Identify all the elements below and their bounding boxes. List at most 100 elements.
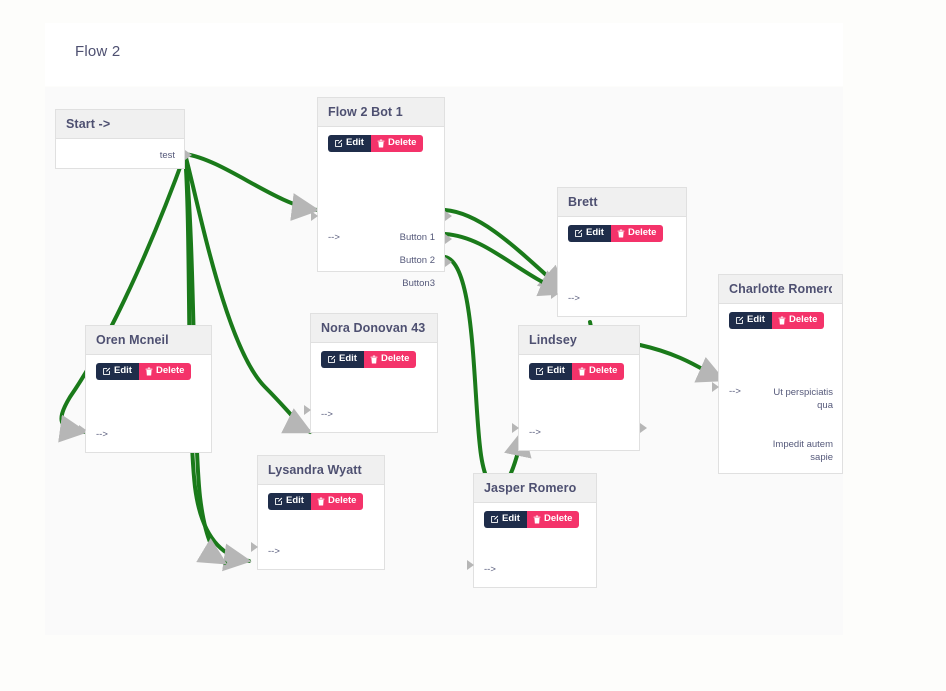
port-in[interactable]: --> <box>568 293 580 304</box>
edit-button[interactable]: Edit <box>96 363 139 380</box>
edit-button-label: Edit <box>747 314 765 326</box>
node-action-buttons: Edit Delete <box>96 363 192 380</box>
edit-button-label: Edit <box>114 365 132 377</box>
node-header: Lysandra Wyatt <box>258 456 384 485</box>
node-oren-mcneil[interactable]: Oren Mcneil Edit Delete <box>79 325 212 453</box>
port-marker-in <box>79 425 86 435</box>
node-header: Charlotte Romero <box>719 275 842 304</box>
node-body: Edit Delete --> Button 1 Button 2 Button… <box>318 127 444 289</box>
pencil-square-icon <box>102 367 111 376</box>
port-marker-out-3 <box>445 257 452 267</box>
page-title: Flow 2 <box>75 43 121 60</box>
edit-button-label: Edit <box>346 137 364 149</box>
pencil-square-icon <box>574 229 583 238</box>
node-header: Oren Mcneil <box>86 326 211 355</box>
node-header: Start -> <box>56 110 184 139</box>
node-header: Jasper Romero <box>474 474 596 503</box>
delete-button[interactable]: Delete <box>370 135 424 152</box>
port-marker-out-2 <box>445 234 452 244</box>
pencil-square-icon <box>274 497 283 506</box>
edge-button3-to-lindsey <box>443 255 532 492</box>
edit-button-label: Edit <box>547 365 565 377</box>
trash-icon <box>617 229 625 238</box>
port-in[interactable]: --> <box>729 386 741 397</box>
port-out-button-2[interactable]: Button 2 <box>399 255 435 266</box>
edit-button[interactable]: Edit <box>729 312 772 329</box>
node-charlotte-romero[interactable]: Charlotte Romero Edit Delete <box>712 274 843 474</box>
port-out-ut-perspiciatis-qua[interactable]: Ut perspiciatis qua <box>773 387 833 411</box>
node-action-buttons: Edit Delete <box>328 135 424 152</box>
node-action-buttons: Edit Delete <box>268 493 364 510</box>
node-header: Lindsey <box>519 326 639 355</box>
node-body: Edit Delete --> <box>258 485 384 569</box>
node-action-buttons: Edit Delete <box>321 351 417 368</box>
edit-button[interactable]: Edit <box>321 351 364 368</box>
node-jasper-romero[interactable]: Jasper Romero Edit Delete <box>467 473 597 588</box>
port-marker-in <box>467 560 474 570</box>
delete-button[interactable]: Delete <box>771 312 825 329</box>
port-marker-in <box>251 542 258 552</box>
delete-button[interactable]: Delete <box>363 351 417 368</box>
flow-canvas[interactable]: Start -> test Flow 2 Bot 1 Edit <box>45 87 843 635</box>
pencil-square-icon <box>535 367 544 376</box>
node-header: Nora Donovan 43 <box>311 314 437 343</box>
port-in[interactable]: --> <box>328 232 340 243</box>
delete-button-label: Delete <box>380 353 410 365</box>
pencil-square-icon <box>334 139 343 148</box>
node-start[interactable]: Start -> test <box>55 109 192 169</box>
delete-button-label: Delete <box>627 227 657 239</box>
node-header: Flow 2 Bot 1 <box>318 98 444 127</box>
port-marker-in <box>551 289 558 299</box>
delete-button[interactable]: Delete <box>138 363 192 380</box>
port-marker-in <box>311 211 318 221</box>
edit-button[interactable]: Edit <box>529 363 572 380</box>
delete-button-label: Delete <box>327 495 357 507</box>
edge-lindsey-to-charlotte <box>638 343 726 383</box>
edge-start-to-flow2bot1 <box>183 152 320 221</box>
trash-icon <box>145 367 153 376</box>
delete-button[interactable]: Delete <box>610 225 664 242</box>
flow-header-panel: Flow 2 <box>45 23 843 86</box>
node-brett[interactable]: Brett Edit Delete <box>551 187 687 317</box>
edge-button1-to-brett <box>443 208 568 294</box>
delete-button[interactable]: Delete <box>571 363 625 380</box>
pencil-square-icon <box>735 316 744 325</box>
edit-button[interactable]: Edit <box>568 225 611 242</box>
node-body: Edit Delete --> <box>86 355 211 452</box>
port-in[interactable]: --> <box>96 429 108 440</box>
node-body: test <box>56 139 184 168</box>
node-body: Edit Delete --> <box>311 343 437 432</box>
port-in[interactable]: --> <box>321 409 333 420</box>
delete-button-label: Delete <box>588 365 618 377</box>
edit-button[interactable]: Edit <box>484 511 527 528</box>
trash-icon <box>578 367 586 376</box>
port-marker-out <box>185 150 192 160</box>
port-in[interactable]: --> <box>529 427 541 438</box>
node-action-buttons: Edit Delete <box>529 363 625 380</box>
port-out-test[interactable]: test <box>159 150 175 161</box>
pencil-square-icon <box>327 355 336 364</box>
node-lindsey[interactable]: Lindsey Edit Delete <box>512 325 647 451</box>
port-marker-out-1 <box>445 211 452 221</box>
edit-button[interactable]: Edit <box>268 493 311 510</box>
edit-button[interactable]: Edit <box>328 135 371 152</box>
port-in[interactable]: --> <box>484 564 496 575</box>
node-lysandra-wyatt[interactable]: Lysandra Wyatt Edit Delete <box>251 455 385 570</box>
port-out-button-3[interactable]: Button3 <box>402 278 435 289</box>
node-body: Edit Delete --> <box>474 503 596 587</box>
delete-button-label: Delete <box>155 365 185 377</box>
delete-button-label: Delete <box>788 314 818 326</box>
node-action-buttons: Edit Delete <box>484 511 580 528</box>
node-title: Flow 2 Bot 1 <box>328 105 403 119</box>
node-title: Lindsey <box>529 333 577 347</box>
port-marker-in <box>304 405 311 415</box>
edit-button-label: Edit <box>586 227 604 239</box>
delete-button[interactable]: Delete <box>526 511 580 528</box>
port-out-impedit-autem-sapie[interactable]: Impedit autem sapie <box>772 439 833 463</box>
node-flow-2-bot-1[interactable]: Flow 2 Bot 1 Edit Delete <box>311 97 452 289</box>
port-out-button-1[interactable]: Button 1 <box>399 232 435 243</box>
port-in[interactable]: --> <box>268 546 280 557</box>
edit-button-label: Edit <box>502 513 520 525</box>
delete-button[interactable]: Delete <box>310 493 364 510</box>
node-nora-donovan-43[interactable]: Nora Donovan 43 Edit Delete <box>304 313 438 433</box>
